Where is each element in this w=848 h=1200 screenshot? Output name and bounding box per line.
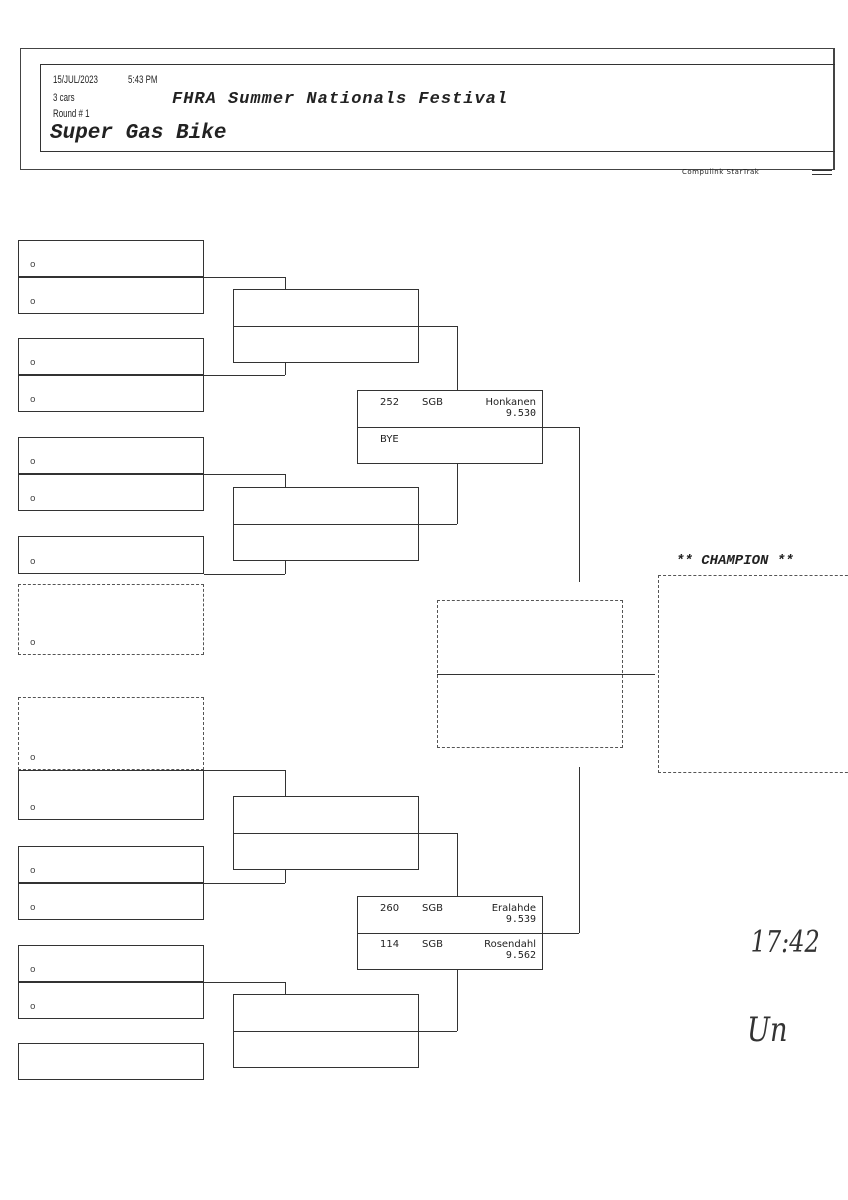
brand-rule <box>812 170 832 171</box>
connector <box>285 982 286 994</box>
slot-marker: o <box>30 494 36 504</box>
connector <box>285 561 286 574</box>
first-round-slot <box>18 945 204 982</box>
slot-marker: o <box>30 903 36 913</box>
first-round-slot <box>18 338 204 375</box>
entry-class: SGB <box>422 903 443 914</box>
connector <box>204 375 285 376</box>
connector <box>457 833 458 896</box>
class-name: Super Gas Bike <box>50 122 227 145</box>
footer-brand: Compulink StarTrak <box>682 168 760 176</box>
print-date: 15/JUL/2023 <box>53 74 98 86</box>
entry-class: SGB <box>422 397 443 408</box>
header-inner-frame <box>40 64 835 152</box>
slot-divider <box>233 326 419 327</box>
connector <box>457 970 458 1031</box>
first-round-slot <box>18 883 204 920</box>
entry-number: 260 <box>380 903 400 914</box>
connector <box>285 474 286 487</box>
brand-rule <box>812 174 832 175</box>
slot-marker: o <box>30 866 36 876</box>
connector <box>419 1031 457 1032</box>
entry-et: 9.539 <box>505 914 536 925</box>
round-number: Round # 1 <box>53 108 90 120</box>
first-round-slot <box>18 536 204 574</box>
slot-divider <box>233 524 419 525</box>
slot-marker: o <box>30 638 36 648</box>
connector <box>204 277 285 278</box>
entry-class: SGB <box>422 939 443 950</box>
connector <box>543 933 579 934</box>
slot-marker: o <box>30 457 36 467</box>
first-round-slot <box>18 474 204 511</box>
event-title: FHRA Summer Nationals Festival <box>172 90 509 109</box>
first-round-slot <box>18 697 204 770</box>
connector <box>457 464 458 524</box>
connector <box>419 833 457 834</box>
connector <box>419 326 457 327</box>
signature: Un <box>747 1010 788 1050</box>
connector <box>419 524 457 525</box>
slot-divider <box>233 1031 419 1032</box>
connector <box>579 427 580 582</box>
connector <box>204 883 285 884</box>
first-round-slot <box>18 1043 204 1080</box>
champion-label: ** CHAMPION ** <box>676 553 794 569</box>
slot-marker: o <box>30 395 36 405</box>
first-round-slot <box>18 982 204 1019</box>
slot-marker: o <box>30 260 36 270</box>
connector <box>204 474 285 475</box>
connector <box>285 770 286 796</box>
entry-et: 9.562 <box>505 950 536 961</box>
connector <box>543 427 579 428</box>
entry-et: 9.530 <box>505 408 536 419</box>
slot-marker: o <box>30 803 36 813</box>
print-time: 5:43 PM <box>128 74 158 86</box>
slot-marker: o <box>30 557 36 567</box>
connector <box>285 277 286 289</box>
slot-divider <box>233 833 419 834</box>
slot-marker: o <box>30 965 36 975</box>
connector <box>204 982 285 983</box>
slot-marker: o <box>30 1002 36 1012</box>
header-frame <box>20 48 835 170</box>
first-round-slot <box>18 584 204 655</box>
first-round-slot <box>18 277 204 314</box>
connector <box>204 770 285 771</box>
connector <box>204 574 285 575</box>
slot-marker: o <box>30 297 36 307</box>
entry-number: 114 <box>380 939 400 950</box>
entry-name: Eralahde <box>491 903 536 914</box>
first-round-slot <box>18 770 204 820</box>
round3-match-2: 260 SGB Eralahde 9.539 114 SGB Rosendahl… <box>357 896 543 970</box>
entry-number: 252 <box>380 397 400 408</box>
slot-marker: o <box>30 358 36 368</box>
first-round-slot <box>18 437 204 474</box>
connector <box>579 767 580 933</box>
champion-box <box>658 575 848 773</box>
first-round-slot <box>18 846 204 883</box>
handwritten-note: 17:42 <box>750 925 820 960</box>
entry-name: Honkanen <box>485 397 536 408</box>
connector <box>285 870 286 883</box>
entry-name: Rosendahl <box>484 939 536 950</box>
first-round-slot <box>18 240 204 277</box>
round3-match-1: 252 SGB Honkanen 9.530 BYE <box>357 390 543 464</box>
car-count: 3 cars <box>53 92 75 104</box>
connector <box>285 363 286 375</box>
slot-marker: o <box>30 753 36 763</box>
first-round-slot <box>18 375 204 412</box>
bye-label: BYE <box>380 434 399 445</box>
connector <box>457 326 458 390</box>
slot-divider <box>437 674 655 675</box>
